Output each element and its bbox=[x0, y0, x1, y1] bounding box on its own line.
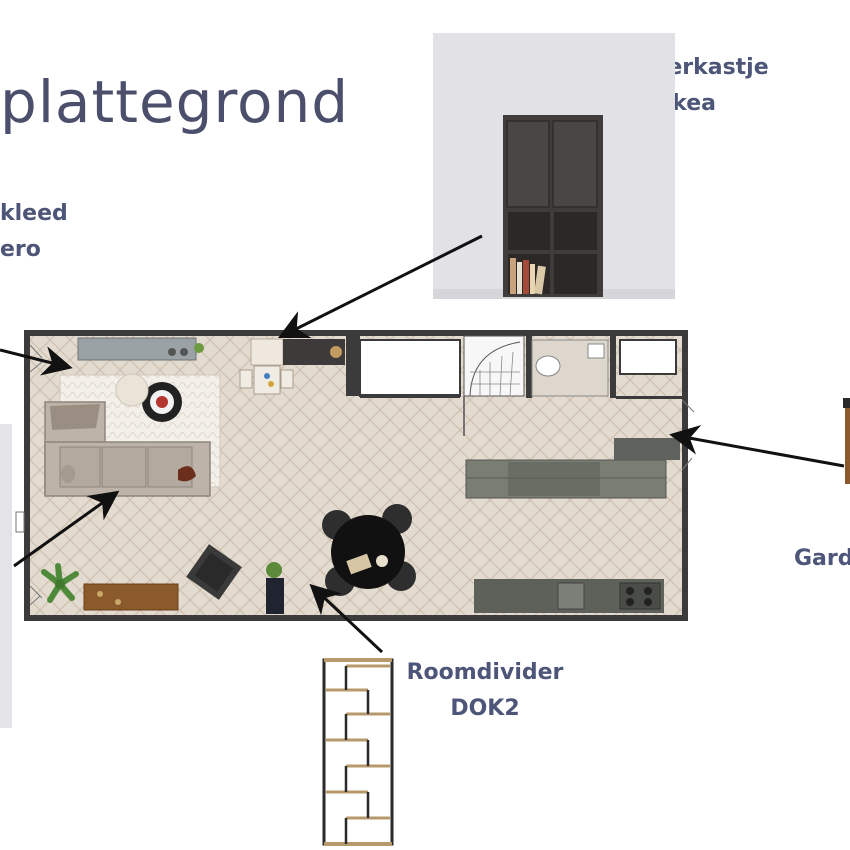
sideboard bbox=[83, 583, 179, 611]
staircase bbox=[463, 335, 525, 436]
plant-icon bbox=[194, 343, 204, 353]
stove-icon bbox=[619, 582, 661, 610]
left-product-panel bbox=[0, 424, 12, 728]
garderobe-image bbox=[843, 398, 850, 484]
meter-cupboard bbox=[619, 339, 677, 375]
roomdivider-image bbox=[322, 658, 394, 846]
label-roomdivider-line1: Roomdivider bbox=[406, 660, 564, 685]
window-marks bbox=[29, 344, 43, 606]
door-mark bbox=[15, 511, 25, 533]
kitchen-island bbox=[465, 459, 667, 499]
toilet-wall bbox=[526, 336, 532, 398]
roomdivider-plan bbox=[266, 578, 284, 614]
plant-icon-2 bbox=[266, 562, 282, 578]
cabinet-icon bbox=[503, 115, 603, 297]
label-roomdivider-line2: DOK2 bbox=[450, 696, 520, 721]
label-vloerkleed: kleed ero bbox=[0, 196, 68, 268]
sink-icon bbox=[587, 343, 605, 359]
arrow-vloerkleed bbox=[0, 346, 73, 376]
toilet-icon bbox=[535, 355, 561, 377]
annotation-arrows bbox=[0, 234, 845, 654]
garderobe-plan bbox=[614, 438, 680, 460]
arrow-roomdivider bbox=[309, 583, 384, 654]
kitchen-sink-icon bbox=[557, 582, 585, 610]
label-garderobe: Gard bbox=[794, 541, 850, 577]
outer-wall bbox=[24, 330, 688, 621]
kitchen-counter bbox=[474, 579, 664, 613]
arrow-bank bbox=[13, 490, 120, 568]
kinderkastje-plan bbox=[250, 338, 284, 366]
floorplan bbox=[15, 330, 695, 621]
tv-unit bbox=[77, 337, 197, 361]
arrow-kinderkastje bbox=[277, 234, 483, 339]
hall-opening bbox=[359, 339, 461, 397]
dining-table bbox=[322, 504, 416, 596]
label-garderobe-line1: Gard bbox=[794, 546, 850, 571]
small-table bbox=[253, 365, 281, 395]
inner-wall bbox=[346, 336, 360, 396]
armchair bbox=[186, 544, 242, 600]
label-vloerkleed-line2: ero bbox=[0, 237, 41, 262]
kinderkastje-panel bbox=[433, 33, 675, 299]
label-roomdivider: Roomdivider DOK2 bbox=[390, 655, 580, 727]
page-title: plattegrond bbox=[0, 68, 350, 136]
arrow-garderobe bbox=[669, 424, 845, 468]
plant-icon-3 bbox=[41, 563, 79, 603]
sofa bbox=[44, 401, 211, 497]
label-vloerkleed-line1: kleed bbox=[0, 201, 68, 226]
